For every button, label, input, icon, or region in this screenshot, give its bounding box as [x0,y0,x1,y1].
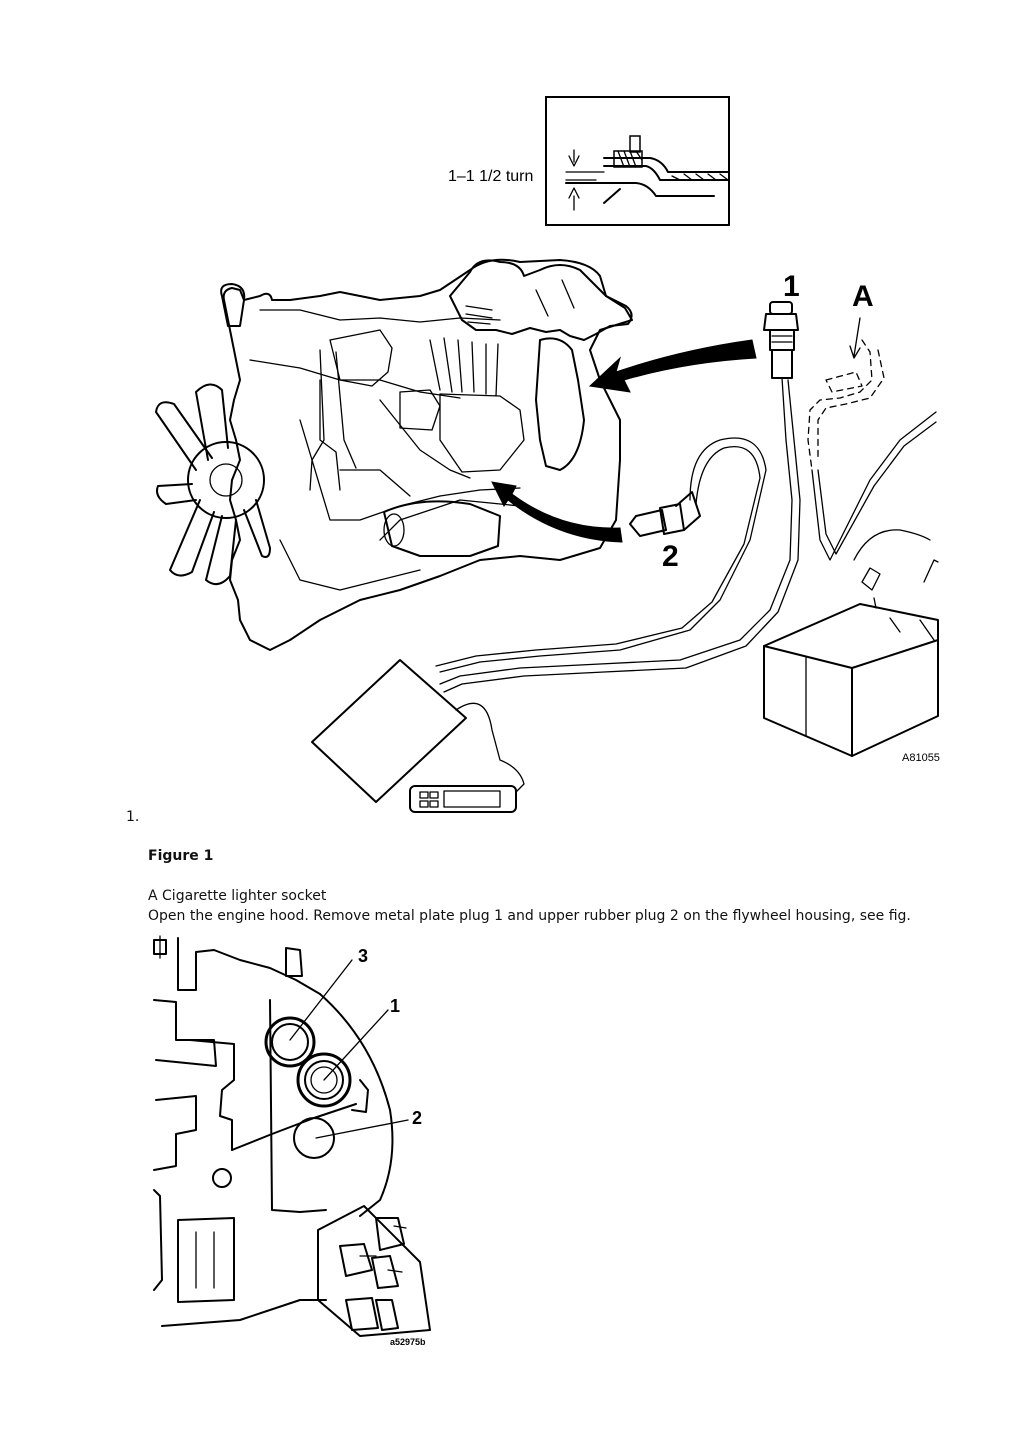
engine-diagram-figure: 1–1 1/2 turn [155,96,940,813]
callout-3: 3 [358,946,368,966]
flywheel-housing [153,935,394,1327]
caption-cigarette-lighter: A Cigarette lighter socket [148,888,327,904]
turn-inset-detail [545,96,730,226]
display-unit [409,785,517,813]
arrow-to-sensor-2 [491,481,623,543]
sensor-1-icon [763,301,799,379]
inset-turn-label: 1–1 1/2 turn [448,168,533,185]
engine-block [220,258,633,651]
battery-icon [763,529,939,757]
sensor-cables [435,377,937,693]
callout-2-fig2: 2 [412,1108,422,1128]
bolt-plate [317,1205,431,1337]
callout-1: 1 [783,270,800,303]
arrow-to-sensor-1 [588,339,757,393]
instruction-text: Open the engine hood. Remove metal plate… [148,908,911,924]
plug-3-rubber-icon [264,1016,316,1068]
plug-2-icon [293,1117,335,1159]
figure-title: Figure 1 [148,848,214,864]
image-code-figure2: a52975b [390,1337,426,1347]
cigarette-lighter-plug [807,339,885,471]
fan-icon [155,383,271,586]
callout-A: A [852,280,874,313]
list-marker: 1. [126,809,140,825]
plug-1-metal-icon [296,1052,352,1108]
callout-2: 2 [662,540,679,573]
arrow-A-pointer [849,317,861,359]
measuring-box [311,659,525,803]
callout-1-fig2: 1 [390,996,400,1016]
image-code-figure1: A81055 [902,752,940,764]
